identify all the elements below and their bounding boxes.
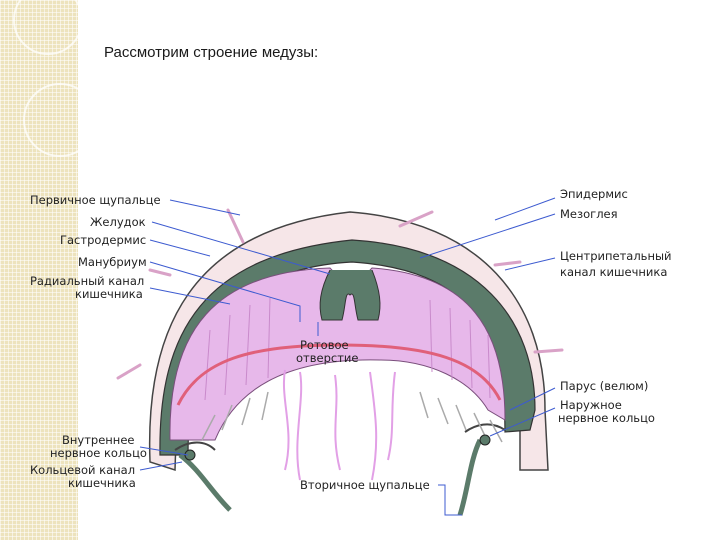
label-primary-tentacle: Первичное щупальце: [30, 193, 161, 207]
label-stomach: Желудок: [90, 215, 146, 229]
decorative-rings: [13, 0, 97, 157]
label-inner-nerve-ring: Внутреннее: [62, 433, 134, 447]
label-centripetal-canal-2: канал кишечника: [560, 265, 667, 279]
label-outer-nerve-ring: Наружное: [560, 398, 622, 412]
outer-nerve-ring-node: [479, 434, 491, 446]
oral-tentacles: [282, 369, 396, 481]
label-velum: Парус (велюм): [560, 379, 648, 393]
manubrium: [319, 269, 381, 321]
primary-tentacles: [116, 208, 564, 380]
leader-lines: [139, 197, 556, 516]
label-mouth-2: отверстие: [296, 351, 358, 365]
fringe-tentacles: [201, 391, 503, 443]
gut-cavity: [169, 267, 506, 441]
label-mesoglea: Мезоглея: [560, 207, 618, 221]
label-radial-canal-2: кишечника: [75, 287, 143, 301]
label-ring-canal-2: кишечника: [68, 476, 136, 490]
label-outer-nerve-ring-2: нервное кольцо: [558, 411, 655, 425]
gut-striations: [204, 297, 491, 401]
ring-canal-line: [176, 343, 502, 406]
secondary-tentacle-left: [178, 453, 232, 512]
secondary-tentacle-right: [457, 438, 483, 516]
label-radial-canal: Радиальный канал: [30, 274, 144, 288]
velum: [174, 423, 506, 451]
label-manubrium: Манубриум: [78, 255, 147, 269]
label-inner-nerve-ring-2: нервное кольцо: [50, 446, 147, 460]
label-secondary-tentacle: Вторичное щупальце: [300, 478, 430, 492]
label-epidermis: Эпидермис: [560, 187, 628, 201]
label-ring-canal: Кольцевой канал: [30, 463, 135, 477]
slide-title: Рассмотрим строение медузы:: [104, 44, 319, 61]
label-mouth: Ротовое: [300, 338, 349, 352]
label-centripetal-canal: Центрипетальный: [560, 249, 672, 263]
label-gastrodermis: Гастродермис: [60, 233, 146, 247]
